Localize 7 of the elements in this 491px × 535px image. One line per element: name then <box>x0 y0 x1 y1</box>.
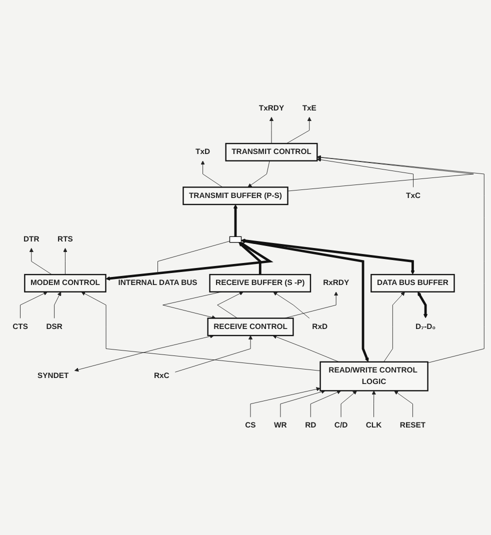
arrow <box>238 242 262 275</box>
arrow <box>233 204 238 238</box>
arrow <box>106 242 274 281</box>
arrow <box>241 238 415 275</box>
arrow <box>418 292 428 319</box>
node-bar <box>229 236 242 244</box>
connector <box>158 241 230 276</box>
